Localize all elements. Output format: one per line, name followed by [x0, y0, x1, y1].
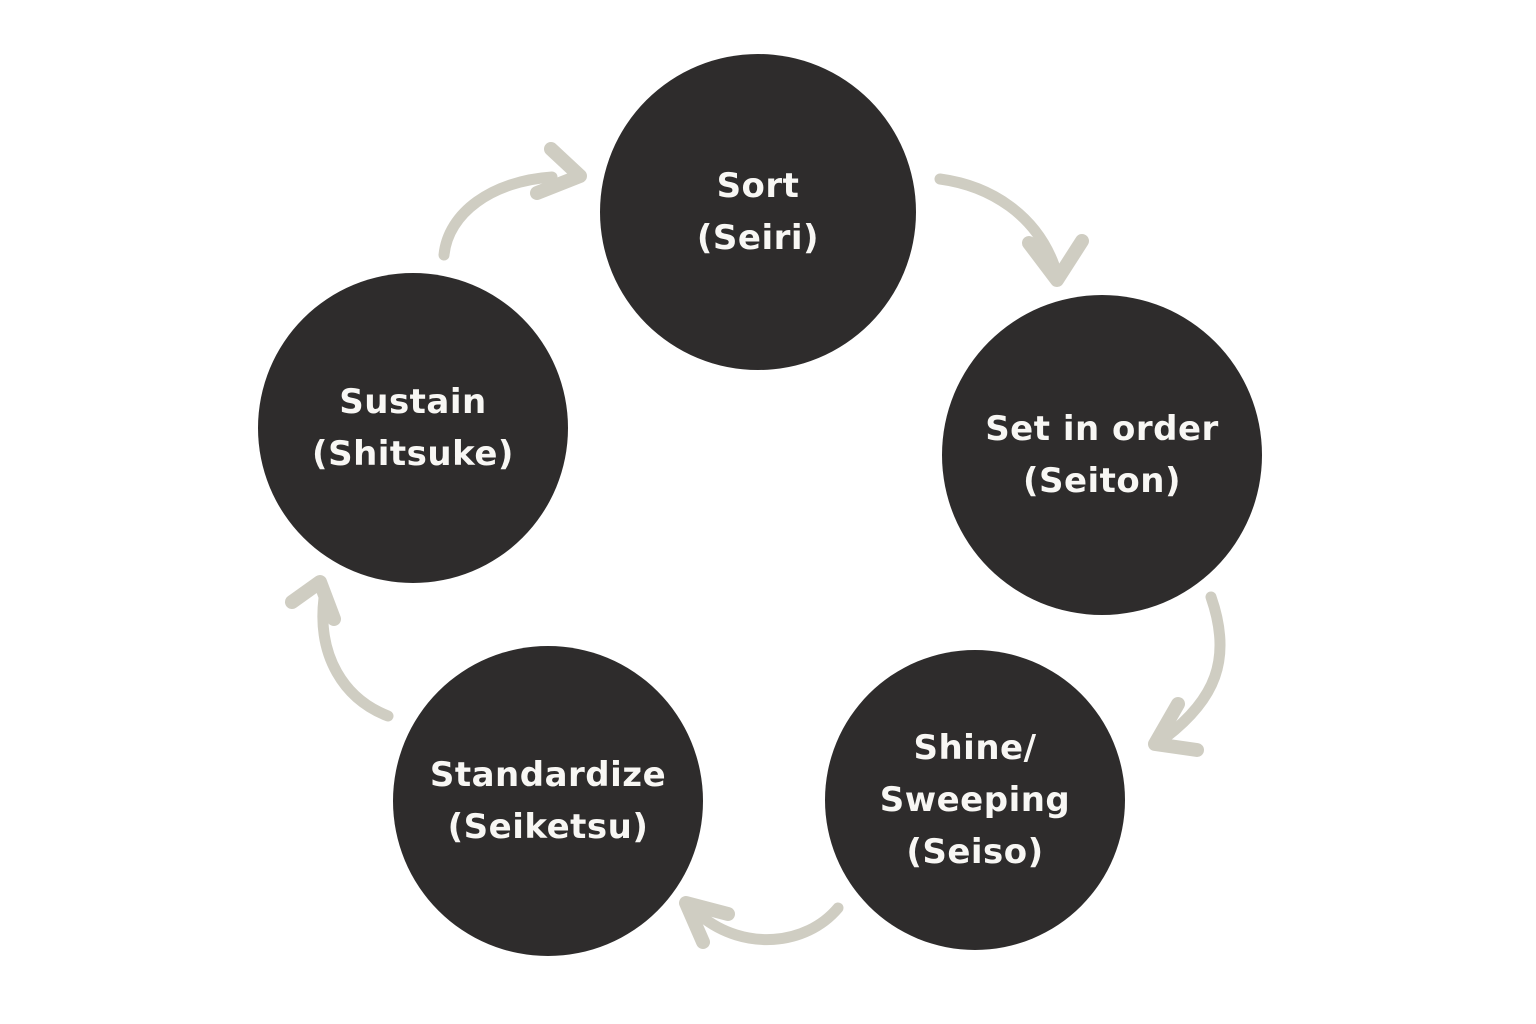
arrow-sort-to-set-in-order — [934, 173, 1089, 287]
arrow-shaft — [438, 171, 558, 261]
arrow-standardize-to-sustain — [285, 575, 394, 722]
step-circle-sort: Sort (Seiri) — [600, 54, 916, 370]
step-label-line: (Shitsuke) — [312, 434, 514, 474]
step-label-line: Shine/ — [913, 728, 1037, 768]
arrow-shaft — [934, 173, 1060, 271]
step-label-line: (Seiton) — [1022, 461, 1182, 501]
step-label-line: Set in order — [985, 409, 1219, 449]
arrow-shaft — [695, 902, 844, 946]
arrow-head-icon — [530, 142, 587, 200]
step-label-line: (Seiso) — [906, 832, 1044, 872]
step-label-line: Sweeping — [879, 780, 1071, 820]
step-label-line: Standardize — [429, 755, 667, 795]
step-circle-set-in-order: Set in order (Seiton) — [942, 295, 1262, 615]
arrow-head-icon — [1022, 234, 1089, 287]
step-label-line: (Seiketsu) — [447, 807, 649, 847]
step-label-line: (Seiri) — [696, 218, 820, 258]
arrow-sustain-to-sort — [438, 142, 587, 261]
step-circle-sustain: Sustain (Shitsuke) — [258, 273, 568, 583]
step-circle-standardize: Standardize (Seiketsu) — [393, 646, 703, 956]
arrow-shaft — [1160, 591, 1226, 743]
arrow-set-in-order-to-shine — [1148, 591, 1226, 757]
arrow-shine-to-standardize — [679, 896, 844, 949]
step-label-line: Sustain — [339, 382, 487, 422]
arrow-head-icon — [285, 575, 341, 626]
arrow-head-icon — [1148, 697, 1204, 757]
step-circle-shine: Shine/ Sweeping (Seiso) — [825, 650, 1125, 950]
arrow-shaft — [317, 592, 394, 722]
step-label-line: Sort — [716, 166, 800, 206]
arrow-head-icon — [679, 896, 735, 949]
